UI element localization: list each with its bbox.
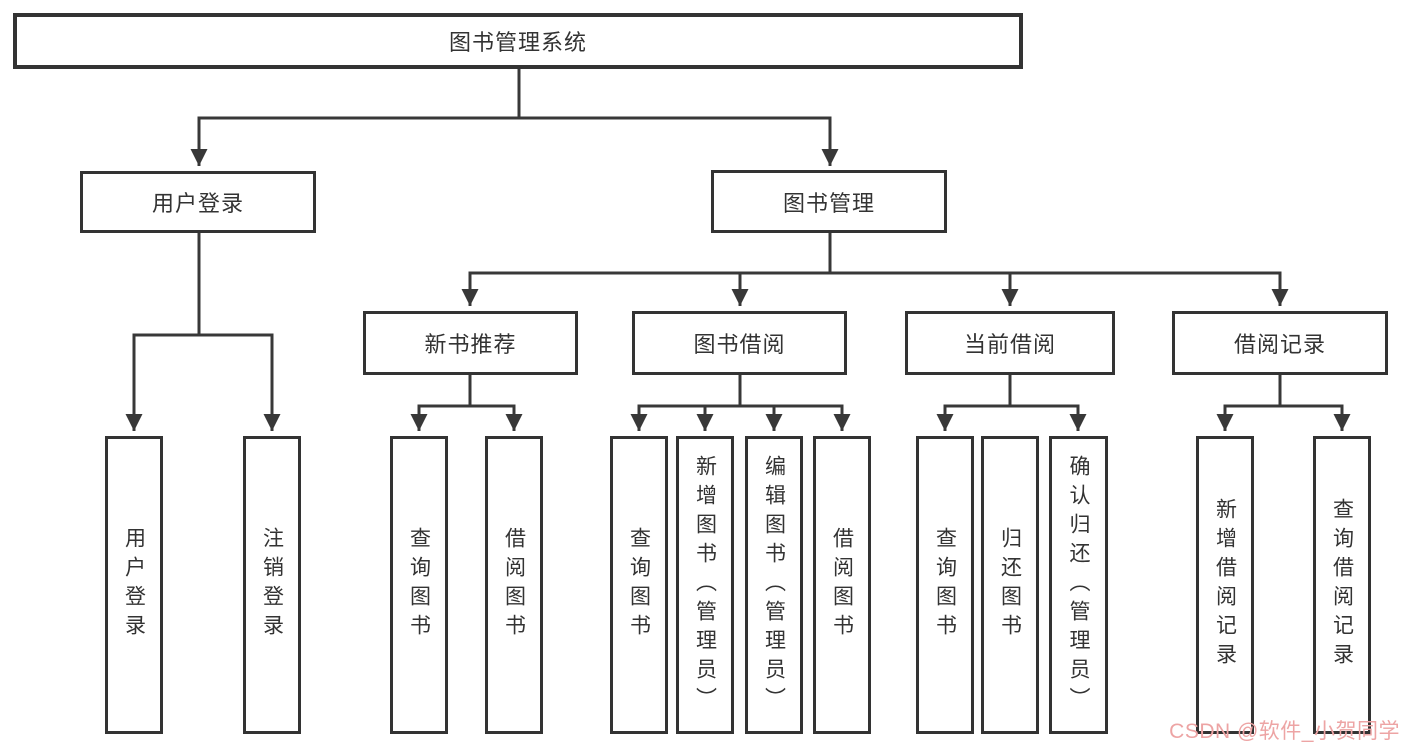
leaf-borrow-borrow-books-label: 借阅图书 [830, 527, 854, 643]
leaf-user-login: 用户登录 [105, 436, 163, 734]
leaf-logout-label: 注销登录 [260, 527, 284, 643]
leaf-current-query-books: 查询图书 [916, 436, 974, 734]
leaf-borrow-borrow-books: 借阅图书 [813, 436, 871, 734]
leaf-current-confirm-return-admin: 确认归还（管理员） [1049, 436, 1108, 734]
leaf-logout: 注销登录 [243, 436, 301, 734]
leaf-current-return-books-label: 归还图书 [998, 527, 1022, 643]
leaf-records-query-record-label: 查询借阅记录 [1330, 498, 1354, 672]
node-current-borrow: 当前借阅 [905, 311, 1115, 375]
leaf-recommend-borrow-books: 借阅图书 [485, 436, 543, 734]
leaf-borrow-add-books-admin: 新增图书（管理员） [676, 436, 734, 734]
leaf-recommend-query-books: 查询图书 [390, 436, 448, 734]
node-book-management: 图书管理 [711, 170, 947, 233]
node-new-book-recommend: 新书推荐 [363, 311, 578, 375]
leaf-borrow-edit-books-admin: 编辑图书（管理员） [745, 436, 803, 734]
leaf-borrow-add-books-admin-label: 新增图书（管理员） [693, 454, 717, 716]
node-book-borrow: 图书借阅 [632, 311, 847, 375]
leaf-records-query-record: 查询借阅记录 [1313, 436, 1371, 734]
leaf-recommend-borrow-books-label: 借阅图书 [502, 527, 526, 643]
leaf-records-add-record: 新增借阅记录 [1196, 436, 1254, 734]
node-user-login: 用户登录 [80, 171, 316, 233]
leaf-records-add-record-label: 新增借阅记录 [1213, 498, 1237, 672]
node-borrow-records: 借阅记录 [1172, 311, 1388, 375]
leaf-recommend-query-books-label: 查询图书 [407, 527, 431, 643]
leaf-borrow-edit-books-admin-label: 编辑图书（管理员） [762, 454, 786, 716]
node-library-management-system: 图书管理系统 [13, 13, 1023, 69]
leaf-current-query-books-label: 查询图书 [933, 527, 957, 643]
csdn-watermark: CSDN @软件_小贺同学 [1169, 720, 1400, 743]
leaf-current-return-books: 归还图书 [981, 436, 1039, 734]
leaf-borrow-query-books: 查询图书 [610, 436, 668, 734]
leaf-borrow-query-books-label: 查询图书 [627, 527, 651, 643]
leaf-current-confirm-return-admin-label: 确认归还（管理员） [1067, 454, 1090, 716]
leaf-user-login-label: 用户登录 [122, 527, 146, 643]
